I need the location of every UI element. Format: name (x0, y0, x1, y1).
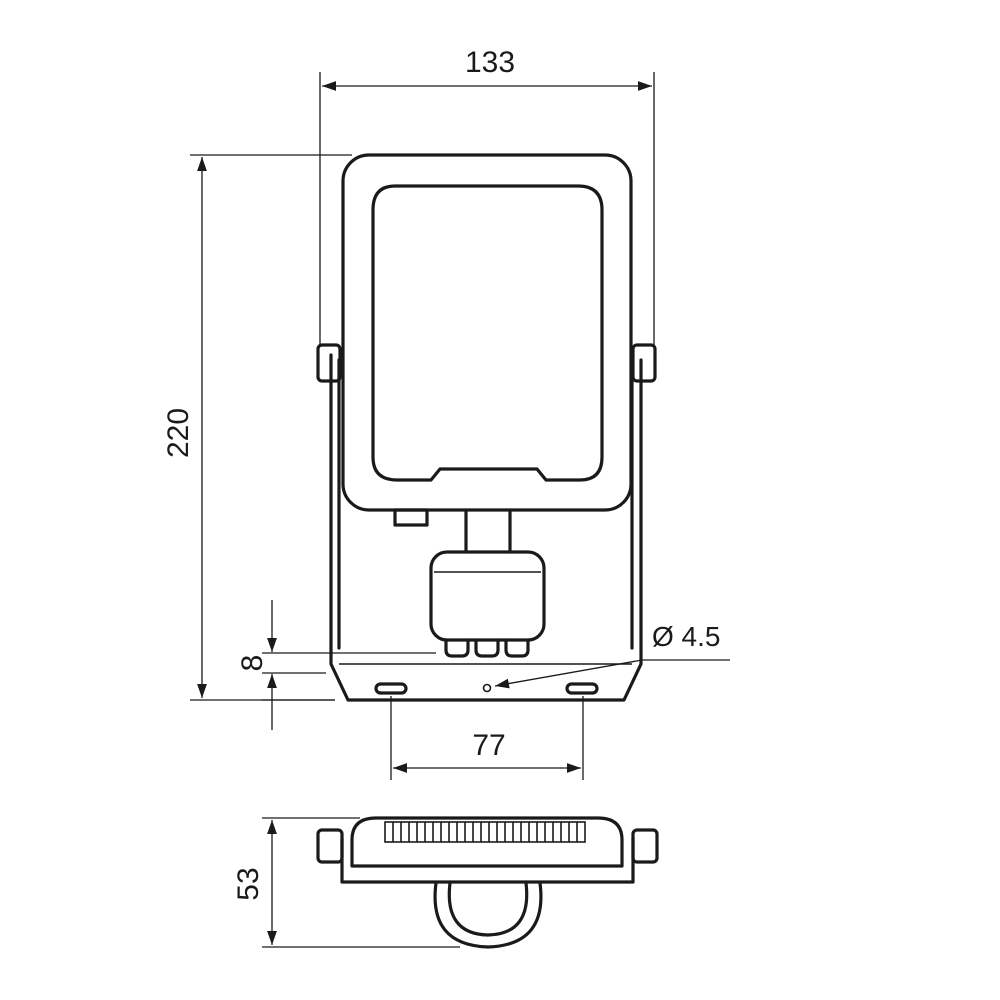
side-view (316, 816, 659, 949)
side-knob-left (316, 828, 344, 864)
bracket-base (329, 646, 643, 702)
side-bracket (340, 836, 635, 884)
dim-hole-label: Ø 4.5 (652, 621, 720, 652)
side-knob-right (631, 828, 659, 864)
connector-prong-2 (474, 638, 500, 658)
housing-tab (393, 508, 429, 527)
dim-depth-label: 53 (232, 867, 265, 900)
dim-spacing: 77 (390, 696, 584, 780)
cable-loop-inner (447, 881, 529, 937)
pivot-knob-left (316, 343, 342, 383)
center-hole (482, 683, 492, 693)
cooling-fins (384, 821, 586, 843)
connector-prong-1 (444, 638, 470, 658)
housing-outer (341, 153, 633, 512)
connector-prong-3 (504, 638, 530, 658)
pivot-knob-right (631, 343, 657, 383)
dim-depth: 53 (232, 817, 460, 948)
dim-width: 133 (319, 46, 655, 345)
side-housing (350, 816, 624, 868)
dim-spacing-label: 77 (472, 729, 505, 762)
gland-neck (464, 508, 512, 554)
dim-offset: 8 (236, 600, 436, 730)
mount-slot-right (565, 682, 599, 695)
bracket-arm-right (630, 353, 643, 650)
cable-loop (433, 881, 543, 949)
dim-height: 220 (162, 154, 352, 701)
dim-offset-label: 8 (236, 655, 269, 672)
dim-width-label: 133 (465, 46, 515, 79)
dim-height-label: 220 (162, 408, 195, 458)
front-view (316, 153, 657, 702)
dim-hole: Ø 4.5 (494, 621, 730, 689)
mount-slot-left (374, 682, 408, 695)
led-window (371, 184, 604, 482)
bracket-arm-left (329, 353, 341, 650)
connector-block (429, 550, 546, 642)
